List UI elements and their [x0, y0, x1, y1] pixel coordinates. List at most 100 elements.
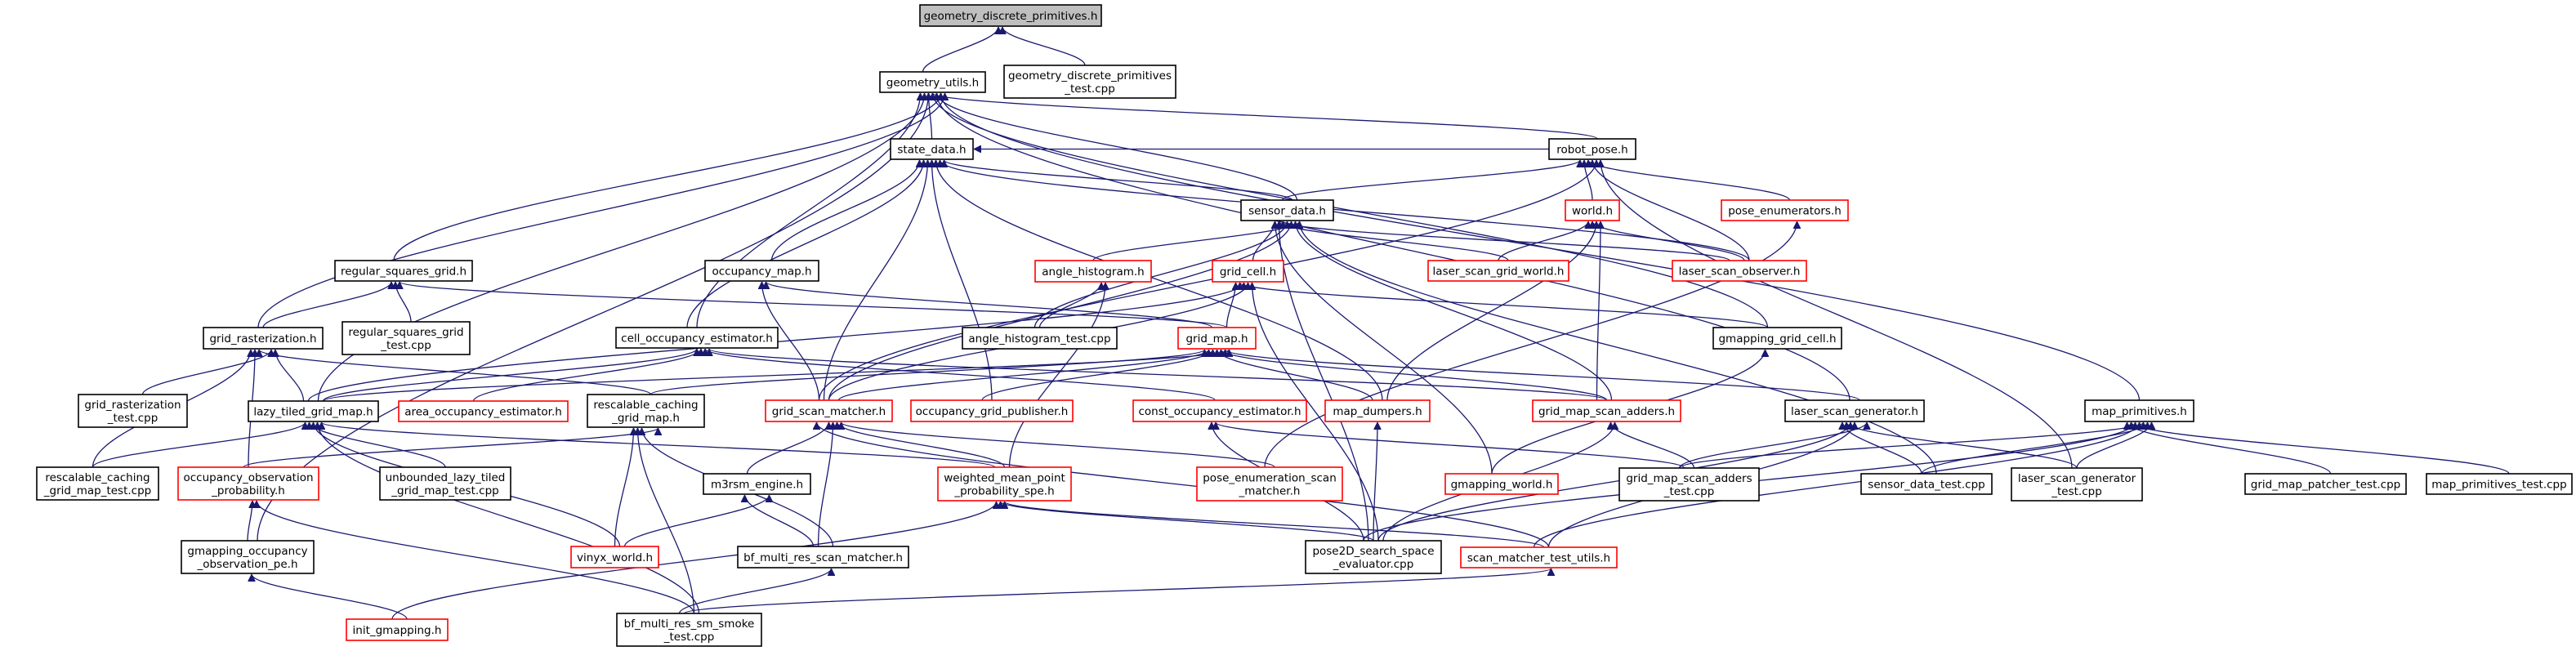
node-laser-scan-observer-h[interactable]: laser_scan_observer.h — [1672, 260, 1807, 282]
node-occupancy-map-h[interactable]: occupancy_map.h — [704, 260, 819, 282]
node-label: occupancy_grid_publisher.h — [916, 405, 1069, 418]
edge-gmpt-to-mp — [2127, 421, 2332, 475]
node-label: state_data.h — [897, 144, 966, 157]
node-sensor-data-test-cpp[interactable]: sensor_data_test.cpp — [1860, 473, 1993, 495]
node-grid-scan-matcher-h[interactable]: grid_scan_matcher.h — [765, 399, 893, 422]
node-vinyx-world-h[interactable]: vinyx_world.h — [570, 546, 659, 569]
node-grid-map-h[interactable]: grid_map.h — [1177, 327, 1257, 350]
node-label: laser_scan_grid_world.h — [1433, 265, 1565, 279]
edge-m3-to-gsm — [746, 421, 829, 475]
node-box — [346, 618, 449, 641]
node-grid-cell-h[interactable]: grid_cell.h — [1212, 260, 1284, 283]
edge-lso-to-world — [1592, 221, 1745, 261]
node-cell-occupancy-estimator-h[interactable]: cell_occupancy_estimator.h — [615, 327, 779, 349]
edge-md-to-sd — [936, 160, 1383, 401]
node-grid-map-scan-adders-test-cpp[interactable]: grid_map_scan_adders_test.cpp — [1618, 467, 1760, 502]
node-label: rescalable_caching — [45, 471, 150, 484]
edge-gmsat-to-mp — [1678, 421, 2144, 469]
node-geometry-discrete-primitives-h[interactable]: geometry_discrete_primitives.h — [919, 4, 1102, 27]
node-label: unbounded_lazy_tiled — [386, 471, 506, 484]
node-geometry-discrete-primitives-test-cpp[interactable]: geometry_discrete_primitives_test.cpp — [1003, 65, 1176, 99]
node-map-dumpers-h[interactable]: map_dumpers.h — [1324, 399, 1431, 422]
node-label: grid_rasterization.h — [209, 332, 316, 346]
node-occupancy-observation-probability-h[interactable]: occupancy_observation_probability.h — [177, 466, 319, 501]
node-label: geometry_utils.h — [886, 77, 979, 90]
node-label: bf_multi_res_scan_matcher.h — [743, 551, 903, 564]
node-gmapping-world-h[interactable]: gmapping_world.h — [1444, 473, 1559, 495]
node-regular-squares-grid-h[interactable]: regular_squares_grid.h — [334, 260, 473, 282]
node-weighted-mean-point-probability-spe-h[interactable]: weighted_mean_point_probability_spe.h — [937, 466, 1072, 502]
node-const-occupancy-estimator-h[interactable]: const_occupancy_estimator.h — [1132, 399, 1307, 422]
node-pose2d-search-space-evaluator-cpp[interactable]: pose2D_search_space_evaluator.cpp — [1305, 540, 1442, 574]
edge-gsm-to-gm — [837, 349, 1209, 401]
node-label: grid_map_patcher_test.cpp — [2251, 479, 2400, 492]
node-label: _grid_map_test.cpp — [391, 484, 498, 497]
node-area-occupancy-estimator-h[interactable]: area_occupancy_estimator.h — [398, 400, 569, 422]
node-box — [1860, 473, 1993, 495]
node-regular-squares-grid-test-cpp[interactable]: regular_squares_grid_test.cpp — [342, 321, 471, 355]
node-grid-rasterization-test-cpp[interactable]: grid_rasterization_test.cpp — [78, 394, 188, 428]
node-box — [1721, 199, 1849, 221]
node-laser-scan-generator-h[interactable]: laser_scan_generator.h — [1784, 399, 1925, 422]
node-label: vinyx_world.h — [577, 551, 653, 564]
node-gmapping-grid-cell-h[interactable]: gmapping_grid_cell.h — [1712, 327, 1842, 350]
node-box — [1196, 466, 1343, 502]
node-geometry-utils-h[interactable]: geometry_utils.h — [879, 71, 986, 93]
node-map-primitives-h[interactable]: map_primitives.h — [2084, 399, 2194, 422]
node-map-primitives-test-cpp[interactable]: map_primitives_test.cpp — [2426, 473, 2573, 495]
node-box — [78, 394, 188, 428]
node-angle-histogram-test-cpp[interactable]: angle_histogram_test.cpp — [962, 327, 1118, 350]
node-bf-multi-res-scan-matcher-h[interactable]: bf_multi_res_scan_matcher.h — [737, 546, 909, 569]
node-grid-map-patcher-test-cpp[interactable]: grid_map_patcher_test.cpp — [2244, 473, 2407, 495]
node-unbounded-lazy-tiled-grid-map-test-cpp[interactable]: unbounded_lazy_tiled_grid_map_test.cpp — [379, 466, 511, 501]
node-pose-enumerators-h[interactable]: pose_enumerators.h — [1721, 199, 1849, 221]
node-grid-rasterization-h[interactable]: grid_rasterization.h — [203, 327, 324, 350]
node-box — [1672, 260, 1807, 282]
edge-mpt-to-mp — [2132, 421, 2510, 475]
edge-aoe-to-coe — [472, 348, 702, 402]
node-grid-map-scan-adders-h[interactable]: grid_map_scan_adders.h — [1532, 399, 1681, 422]
node-box — [1240, 199, 1334, 221]
node-label: occupancy_map.h — [712, 265, 811, 279]
edge-aht-to-ah — [1038, 282, 1102, 328]
node-angle-histogram-h[interactable]: angle_histogram.h — [1034, 260, 1152, 283]
node-box — [615, 327, 779, 349]
node-bf-multi-res-sm-smoke-test-cpp[interactable]: bf_multi_res_sm_smoke_test.cpp — [616, 613, 762, 647]
edge-gsm-to-rp — [818, 160, 1597, 401]
node-sensor-data-h[interactable]: sensor_data.h — [1240, 199, 1334, 221]
node-box — [177, 466, 319, 501]
node-label: gmapping_grid_cell.h — [1718, 332, 1836, 346]
node-rescalable-caching-grid-map-h[interactable]: rescalable_caching_grid_map.h — [587, 394, 705, 428]
node-box — [1212, 260, 1284, 283]
edge-lsgt-to-lsg — [1846, 421, 2078, 469]
node-label: map_primitives_test.cpp — [2431, 479, 2566, 492]
node-label: robot_pose.h — [1556, 144, 1627, 157]
edge-gsm-to-sd — [823, 160, 928, 401]
node-m3rsm-engine-h[interactable]: m3rsm_engine.h — [703, 473, 811, 495]
node-laser-scan-grid-world-h[interactable]: laser_scan_grid_world.h — [1427, 260, 1569, 282]
node-rescalable-caching-grid-map-test-cpp[interactable]: rescalable_caching_grid_map_test.cpp — [36, 466, 159, 501]
node-occupancy-grid-publisher-h[interactable]: occupancy_grid_publisher.h — [910, 399, 1074, 422]
edge-bfst-to-rcgm — [638, 428, 695, 614]
node-init-gmapping-h[interactable]: init_gmapping.h — [346, 618, 449, 641]
node-label: init_gmapping.h — [353, 624, 442, 637]
node-label: gmapping_occupancy — [187, 545, 307, 558]
node-lazy-tiled-grid-map-h[interactable]: lazy_tiled_grid_map.h — [248, 400, 379, 422]
node-state-data-h[interactable]: state_data.h — [890, 138, 974, 160]
edge-gw-to-sens — [1275, 221, 1493, 475]
edge-p2d-to-md — [1373, 422, 1377, 542]
node-label: _evaluator.cpp — [1333, 558, 1414, 571]
node-laser-scan-generator-test-cpp[interactable]: laser_scan_generator_test.cpp — [2011, 467, 2143, 502]
node-pose-enumeration-scan-matcher-h[interactable]: pose_enumeration_scan_matcher.h — [1196, 466, 1343, 502]
edge-world-to-rp — [1584, 160, 1593, 201]
edge-pe-to-rp — [1588, 159, 1791, 201]
node-world-h[interactable]: world.h — [1565, 199, 1620, 221]
node-label: rescalable_caching — [593, 399, 698, 412]
node-gmapping-occupancy-observation-pe-h[interactable]: gmapping_occupancy_observation_pe.h — [181, 540, 315, 574]
node-robot-pose-h[interactable]: robot_pose.h — [1548, 138, 1636, 160]
node-box — [1177, 327, 1257, 350]
node-label: grid_map_scan_adders.h — [1538, 405, 1675, 418]
edge-lsgw-to-world — [1498, 221, 1588, 261]
node-box — [1548, 138, 1636, 160]
node-scan-matcher-test-utils-h[interactable]: scan_matcher_test_utils.h — [1460, 546, 1618, 569]
